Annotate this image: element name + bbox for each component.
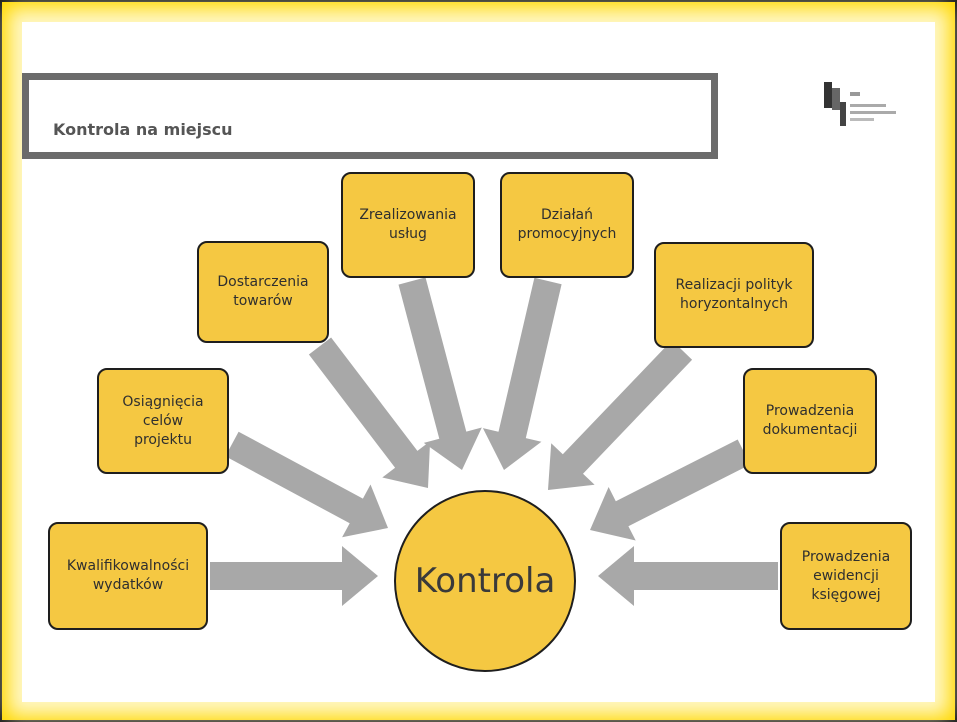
logo-icon (824, 82, 896, 126)
node-kwalifikowalnosci: Kwalifikowalności wydatków (48, 522, 208, 630)
arrow-kwalifikowalnosci (210, 546, 378, 606)
arrow-prowadzenia-dok (590, 439, 751, 541)
page-title: Kontrola na miejscu (53, 120, 233, 139)
arrow-osiagniecia (225, 431, 388, 538)
arrow-dostarczenia (308, 337, 431, 488)
node-dostarczenia: Dostarczenia towarów (197, 241, 329, 343)
node-dzialan: Działań promocyjnych (500, 172, 634, 278)
node-zrealizowania: Zrealizowania usług (341, 172, 475, 278)
arrow-realizacji (548, 340, 693, 490)
title-box: Kontrola na miejscu (22, 73, 718, 159)
node-prowadzenia-ewidencji: Prowadzenia ewidencji księgowej (780, 522, 912, 630)
node-realizacji: Realizacji polityk horyzontalnych (654, 242, 814, 348)
arrow-prowadzenia-ewid (598, 546, 778, 606)
arrow-zrealizowania (398, 277, 482, 470)
center-circle: Kontrola (394, 490, 576, 672)
node-prowadzenia-dokumentacji: Prowadzenia dokumentacji (743, 368, 877, 474)
arrow-dzialan (482, 277, 562, 470)
node-osiagniecia: Osiągnięcia celów projektu (97, 368, 229, 474)
